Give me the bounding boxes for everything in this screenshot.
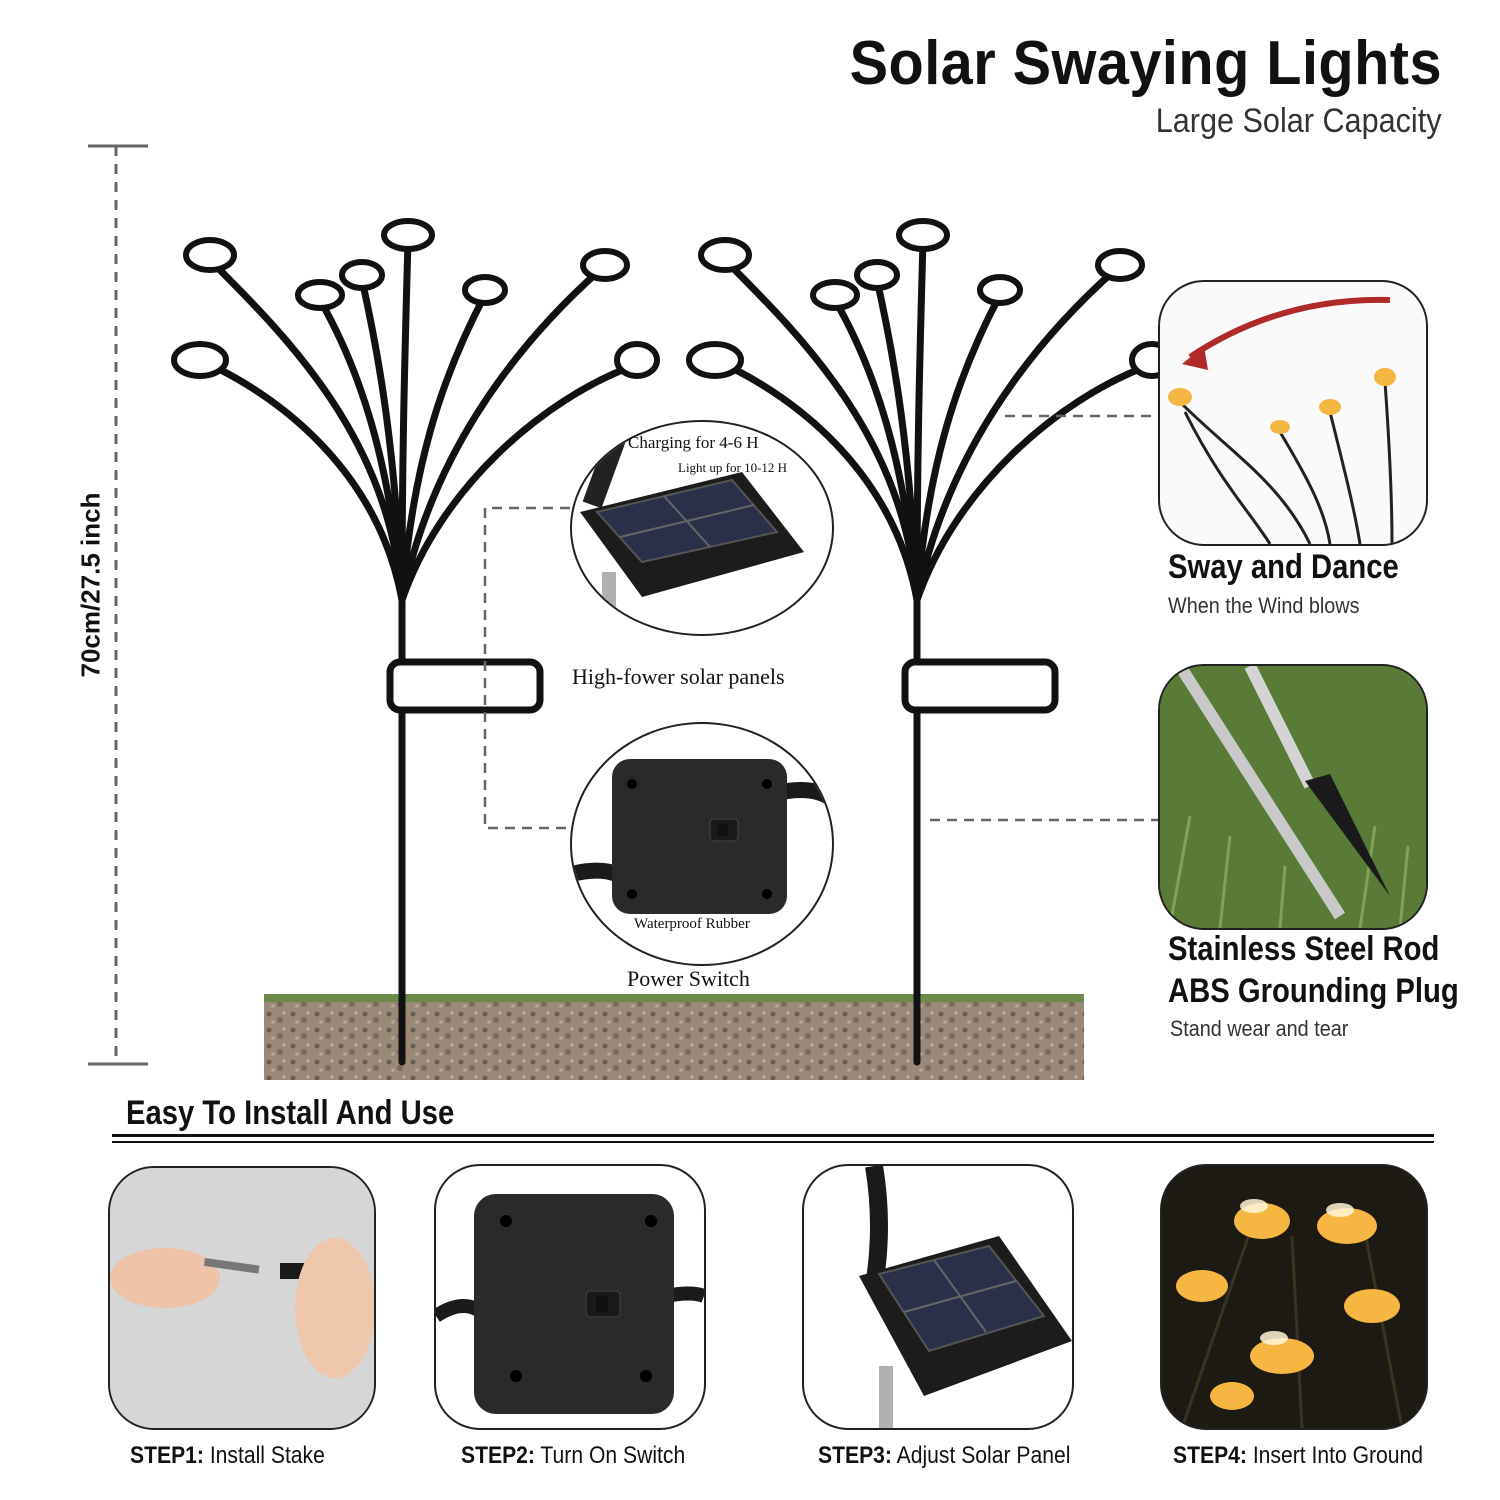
page-title: Solar Swaying Lights xyxy=(849,29,1442,98)
rod-photo xyxy=(1158,664,1428,930)
height-dimension-line xyxy=(88,144,148,1066)
step2-photo xyxy=(434,1164,706,1430)
step1-label: STEP1: Install Stake xyxy=(130,1442,325,1469)
step4-label: STEP4: Insert Into Ground xyxy=(1173,1442,1424,1469)
light-up-label: Light up for 10-12 H xyxy=(678,460,788,475)
swaying-lights-illustration xyxy=(171,218,1175,1066)
charging-label: Charging for 4-6 H xyxy=(628,433,759,452)
step3-photo xyxy=(802,1164,1074,1430)
install-section-title: Easy To Install And Use xyxy=(126,1094,455,1132)
section-divider-top xyxy=(112,1134,1434,1137)
step4-photo xyxy=(1160,1164,1428,1430)
callout-connectors xyxy=(483,414,1160,830)
waterproof-label: Waterproof Rubber xyxy=(634,916,750,932)
step2-label: STEP2: Turn On Switch xyxy=(461,1442,686,1469)
solar-panel-detail xyxy=(570,420,834,636)
feature-sway-title: Sway and Dance xyxy=(1168,548,1399,586)
step3-label: STEP3: Adjust Solar Panel xyxy=(818,1442,1071,1469)
height-label: 70cm/27.5 inch xyxy=(75,492,106,678)
feature-plug-title: ABS Grounding Plug xyxy=(1168,972,1459,1010)
solar-panels-label: High-fower solar panels xyxy=(572,664,785,689)
step1-photo xyxy=(108,1166,376,1430)
feature-rod-title: Stainless Steel Rod xyxy=(1168,930,1440,968)
feature-rod-subtitle: Stand wear and tear xyxy=(1170,1016,1349,1041)
sway-photo xyxy=(1158,280,1428,546)
power-switch-detail xyxy=(570,722,834,966)
power-switch-label: Power Switch xyxy=(627,966,750,991)
feature-sway-subtitle: When the Wind blows xyxy=(1168,593,1360,618)
page-subtitle: Large Solar Capacity xyxy=(1156,102,1442,140)
section-divider-bottom xyxy=(112,1141,1434,1143)
